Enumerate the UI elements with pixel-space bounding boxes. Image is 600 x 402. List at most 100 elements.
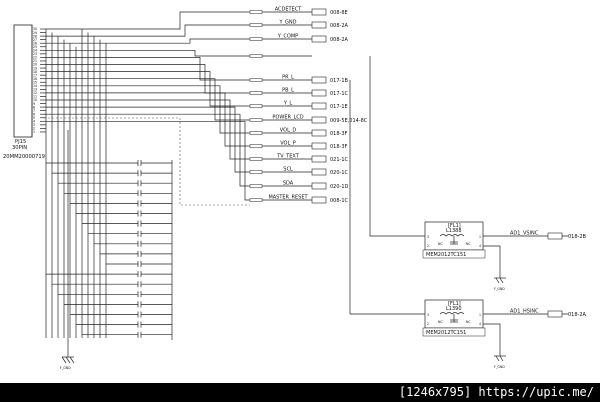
offpage-ref: 008-2A [330, 23, 349, 29]
connector-part: 20MM20000719 [3, 154, 45, 160]
filter-net-label: AD1_HSINC [510, 309, 539, 315]
offpage-connector [311, 8, 327, 16]
net-label: PR_L [282, 75, 294, 81]
filter-coil [439, 312, 465, 315]
connector-pin-label: 15 [33, 80, 37, 84]
filter-gnd-label: F_GND [494, 365, 505, 369]
connector-pin-label: 14 [33, 84, 37, 88]
net-label: POWER_LCD [272, 115, 303, 121]
connector-pin-label: 1 [33, 130, 35, 134]
net-wire [46, 11, 312, 30]
connector-pin-label: 23 [33, 52, 37, 56]
filter-ref: [FL1] [448, 223, 461, 229]
connector-ref: PJ15 [15, 139, 26, 145]
net-label: VOL_D [280, 128, 297, 134]
offpage-connector [311, 142, 327, 150]
net-wire [46, 71, 312, 107]
offpage-ref: 008-2A [330, 37, 349, 43]
offpage-ref: 017-1B [330, 78, 349, 84]
filter-nc-left: NC [438, 242, 443, 246]
offpage-ref: 020-1C [330, 170, 349, 176]
series-resistor [249, 91, 263, 95]
series-resistor [249, 198, 263, 202]
net-wire [46, 92, 312, 147]
image-host-footer: [1246x795] https://upic.me/ [398, 385, 594, 399]
connector-value: 30PIN [12, 145, 27, 151]
filter-nc-right: NC [466, 320, 471, 324]
filter-pin: 2 [427, 322, 429, 326]
offpage-ref: 017-1E [330, 104, 348, 110]
net-wire [46, 57, 312, 81]
offpage-ref: 009-5E,014-8C [330, 118, 368, 124]
offpage-connector [311, 182, 327, 190]
schematic-svg: PJ15 30PIN 20MM20000719 3029282726252423… [3, 7, 587, 371]
net-wire [46, 38, 312, 44]
net-wire [46, 113, 312, 187]
main-ground-symbol [61, 356, 75, 364]
filter-pin: 2 [427, 244, 429, 248]
net-wire [46, 78, 312, 121]
connector-pin-labels: 3029282726252423222120191817161514131211… [33, 27, 37, 134]
connector-pin-label: 9 [33, 102, 35, 106]
filter-coil [439, 234, 465, 237]
net-wire [46, 49, 312, 57]
series-resistor [249, 10, 263, 14]
offpage-ref: 021-1C [330, 157, 349, 163]
connector-pin-label: 27 [33, 38, 37, 42]
series-resistor [249, 157, 263, 161]
offpage-connector [311, 35, 327, 43]
series-resistor [249, 37, 263, 41]
filter-nc-right: NC [466, 242, 471, 246]
series-resistor [249, 170, 263, 174]
connector-pin-label: 22 [33, 56, 37, 60]
filter-net-label: AD1_VSINC [510, 231, 539, 237]
filter-pin: 3 [427, 313, 429, 317]
connector-pin-label: 7 [33, 109, 35, 113]
series-resistor [249, 54, 263, 58]
offpage-connector [311, 196, 327, 204]
offpage-ref: 008-8E [330, 10, 348, 16]
offpage-ref: 018-3F [330, 144, 348, 150]
offpage-connector [311, 89, 327, 97]
offpage-connector [311, 129, 327, 137]
filter-ref: [FL1] [448, 301, 461, 307]
connector-pin-label: 30 [33, 27, 37, 31]
filter-pin: 1 [479, 235, 481, 239]
net-wire [46, 106, 312, 173]
connector-pin-label: 2 [33, 127, 35, 131]
filter-input-wire [349, 80, 425, 315]
filter-offpage-connector [547, 232, 563, 240]
net-label: ACDETECT [275, 7, 303, 13]
net-label: VOL_P [280, 141, 296, 147]
filter-gnd-wire [483, 323, 501, 356]
filter-gnd-symbol [495, 277, 500, 284]
offpage-connector [311, 116, 327, 124]
filter-model: MEM2012TC151 [426, 252, 466, 258]
filter-pin: 3 [427, 235, 429, 239]
connector-pin-label: 26 [33, 41, 37, 45]
connector-pin-label: 10 [33, 98, 37, 102]
series-resistor [249, 104, 263, 108]
net-wire [46, 24, 312, 37]
filter-part: L1390 [446, 306, 462, 312]
net-label: TV_TEXT [276, 154, 300, 160]
offpage-ref: 017-1C [330, 91, 349, 97]
filter-pin: 4 [479, 322, 481, 326]
dashed-trace [44, 117, 250, 206]
connector-pin-label: 24 [33, 49, 37, 53]
filter-gnd-label: F_GND [494, 287, 505, 291]
connector-pin-label: 17 [33, 73, 37, 77]
net-label: Y_COMP [277, 34, 298, 40]
net-label: MASTER_RESET [268, 195, 308, 201]
connector-pin-label: 29 [33, 31, 37, 35]
filter-out-ref: 018-2A [568, 312, 587, 318]
filter-pin: 4 [479, 244, 481, 248]
net-wire [46, 99, 312, 160]
connector-pin-label: 28 [33, 34, 37, 38]
series-resistor [249, 144, 263, 148]
connector-pin-label: 3 [33, 123, 35, 127]
net-label: Y_L [283, 101, 293, 107]
